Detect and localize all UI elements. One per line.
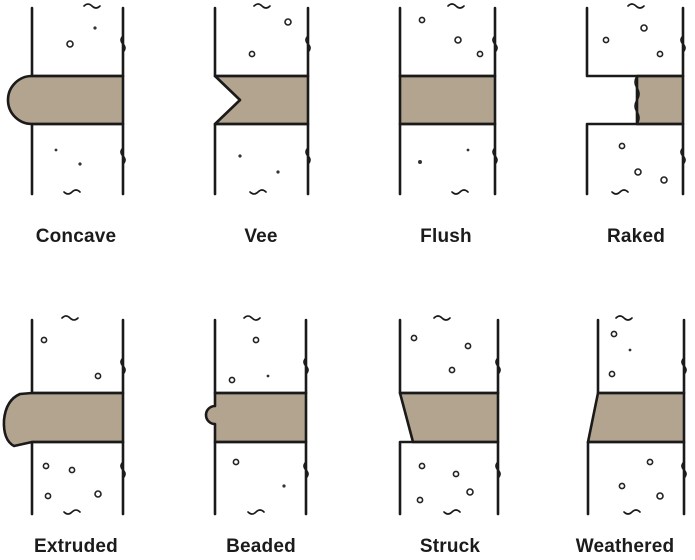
extruded-pebble [94, 372, 102, 380]
concave-mortar [6, 74, 125, 126]
raked-mortar [635, 74, 685, 126]
weathered-pebble [618, 482, 626, 490]
struck-pebble [464, 342, 472, 350]
extruded-pebble [42, 462, 50, 470]
joint-flush [398, 3, 498, 196]
beaded-pebble [252, 336, 260, 344]
weathered-speck [628, 348, 632, 352]
extruded-pebble [94, 490, 102, 498]
label-concave: Concave [35, 226, 117, 247]
concave-break-marks [63, 3, 126, 195]
beaded-break-marks [243, 315, 309, 515]
raked-pebble [660, 176, 668, 184]
beaded-speck [282, 484, 286, 488]
struck-mortar [398, 391, 500, 444]
raked-pebble [602, 36, 610, 44]
struck-pebble [416, 496, 424, 504]
concave-wall-outline [30, 6, 125, 196]
struck-break-marks [433, 315, 501, 515]
label-struck: Struck [419, 536, 481, 557]
vee-mortar [213, 74, 310, 126]
joint-extruded [2, 315, 126, 516]
struck-pebble [452, 470, 460, 478]
raked-wall-outline [585, 6, 685, 196]
vee-pebble [248, 50, 256, 58]
beaded-speck [266, 374, 270, 378]
weathered-mortar [586, 391, 686, 444]
raked-pebble [656, 50, 664, 58]
flush-break-marks [447, 3, 498, 195]
beaded-pebble [232, 458, 240, 466]
raked-pebble [634, 168, 642, 176]
joint-concave [6, 3, 126, 196]
weathered-pebble [656, 492, 664, 500]
vee-speck [276, 170, 280, 174]
label-raked: Raked [606, 226, 666, 247]
extruded-break-marks [61, 315, 126, 515]
label-beaded: Beaded [226, 536, 296, 557]
raked-pebble [640, 24, 648, 32]
extruded-pebble [68, 466, 76, 474]
label-weathered: Weathered [575, 536, 675, 557]
vee-pebble [284, 18, 292, 26]
raked-pebble [618, 142, 626, 150]
vee-speck [238, 154, 242, 158]
struck-pebble [448, 366, 456, 374]
joint-weathered [586, 315, 687, 516]
joint-vee [213, 3, 311, 196]
vee-wall-outline [213, 6, 310, 196]
flush-mortar [398, 74, 497, 126]
flush-speck [418, 160, 422, 164]
weathered-break-marks [615, 315, 687, 515]
joint-struck [398, 315, 501, 516]
label-extruded: Extruded [34, 536, 118, 557]
extruded-mortar [2, 391, 125, 448]
concave-speck [93, 26, 97, 30]
flush-wall-outline [398, 6, 497, 196]
flush-pebble [476, 50, 484, 58]
joint-raked [585, 3, 686, 196]
concave-pebble [66, 40, 74, 48]
flush-pebble [418, 16, 426, 24]
raked-break-marks [611, 3, 686, 195]
raked-joint-edge [634, 75, 640, 125]
struck-pebble [410, 334, 418, 342]
flush-pebble [454, 36, 462, 44]
label-flush: Flush [420, 226, 472, 247]
flush-speck [466, 148, 470, 152]
joint-beaded [204, 315, 309, 516]
struck-pebble [466, 488, 474, 496]
vee-break-marks [249, 3, 311, 195]
weathered-pebble [608, 370, 616, 378]
beaded-mortar [204, 391, 308, 444]
weathered-pebble [646, 458, 654, 466]
weathered-pebble [610, 330, 618, 338]
struck-pebble [418, 462, 426, 470]
extruded-pebble [40, 336, 48, 344]
beaded-pebble [228, 376, 236, 384]
extruded-pebble [44, 492, 52, 500]
concave-speck [54, 148, 58, 152]
concave-speck [78, 162, 82, 166]
label-vee: Vee [244, 226, 278, 247]
